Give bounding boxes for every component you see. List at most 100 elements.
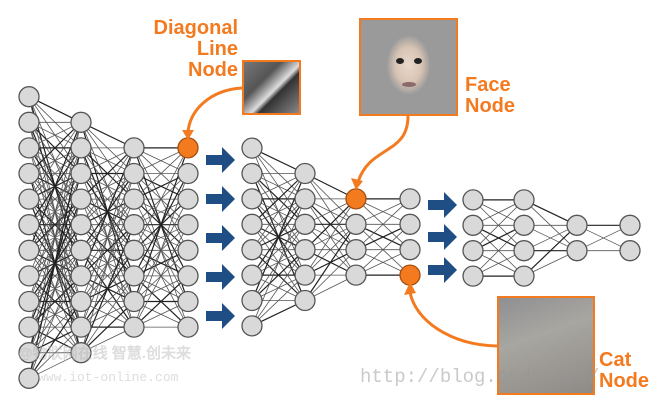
connection-line	[133, 147, 189, 251]
neuron-node	[345, 213, 367, 235]
neuron-node	[177, 188, 199, 210]
connection-line	[133, 275, 189, 328]
connection-line	[355, 224, 411, 276]
neuron-node	[294, 239, 316, 261]
neuron-node	[177, 290, 199, 313]
label-line: Diagonal	[153, 17, 238, 39]
connection-line	[28, 275, 82, 328]
connection-line	[80, 224, 135, 277]
connection-line	[28, 147, 82, 200]
connection-line	[304, 223, 357, 301]
connection-line	[28, 121, 82, 174]
neuron-node	[70, 342, 92, 364]
neuron-node	[462, 214, 484, 236]
neuron-node	[177, 316, 199, 338]
neuron-node	[70, 137, 92, 159]
neuron-node	[462, 265, 484, 287]
cat-feature-image	[497, 296, 595, 395]
neuron-node	[513, 240, 535, 262]
neuron-node	[513, 265, 535, 287]
highlighted-node	[345, 188, 367, 210]
neuron-node	[513, 189, 535, 211]
connection-line	[523, 224, 578, 277]
neuron-node	[18, 162, 40, 185]
neuron-node	[177, 162, 199, 185]
right-arrow-icon	[206, 264, 235, 290]
connection-line	[251, 274, 306, 327]
right-arrow-icon	[206, 303, 235, 329]
connection-line	[251, 173, 306, 225]
neuron-node	[123, 137, 145, 159]
connection-line	[28, 173, 82, 225]
neuron-node	[566, 214, 588, 236]
label-line: Face	[465, 74, 511, 96]
neuron-node	[18, 316, 40, 338]
neuron-node	[241, 137, 263, 159]
neuron-node	[18, 188, 40, 210]
connection-line	[80, 198, 135, 251]
neuron-node	[70, 265, 92, 287]
neuron-node	[123, 162, 145, 185]
neuron-node	[18, 342, 40, 364]
neuron-node	[399, 188, 421, 210]
connection-line	[304, 249, 357, 301]
connection-line	[28, 301, 82, 353]
connection-line	[28, 122, 82, 353]
label-line: Node	[188, 59, 238, 81]
connection-line	[80, 147, 135, 225]
highlighted-node	[177, 137, 199, 159]
neuron-node	[18, 214, 40, 236]
face-feature-image	[359, 18, 458, 116]
label-line: Cat	[599, 349, 632, 371]
neuron-node	[123, 239, 145, 261]
cat-pointer-arrow	[408, 291, 498, 348]
connection-line	[304, 198, 357, 251]
neuron-node	[18, 367, 40, 389]
neuron-node	[241, 188, 263, 210]
neuron-node	[619, 214, 641, 236]
connection-line	[28, 326, 82, 379]
connection-line	[80, 275, 135, 328]
neuron-node	[123, 265, 145, 287]
neuron-node	[70, 162, 92, 185]
connection-line	[133, 224, 189, 328]
neuron-node	[513, 214, 535, 236]
neuron-node	[70, 214, 92, 236]
diagonal-line-feature-image	[242, 60, 301, 115]
connection-line	[472, 225, 525, 277]
connection-line	[80, 275, 135, 353]
neuron-node	[18, 265, 40, 287]
connection-line	[251, 249, 306, 327]
neuron-node	[177, 239, 199, 261]
connection-line	[251, 198, 306, 250]
neuron-node	[399, 213, 421, 235]
watermark: @物联网在线 智慧.创未来	[18, 345, 191, 362]
right-arrow-icon	[428, 224, 457, 250]
connection-line	[304, 198, 357, 276]
neuron-node	[123, 316, 145, 338]
neuron-node	[294, 188, 316, 210]
neuron-node	[241, 264, 263, 286]
connection-line	[28, 122, 82, 200]
neuron-node	[241, 213, 263, 235]
watermark: http://blog.csdn.net/	[360, 366, 600, 388]
right-arrow-icon	[428, 192, 457, 218]
connection-line	[251, 173, 306, 250]
neuron-node	[294, 289, 316, 312]
label-line: Node	[599, 370, 649, 392]
right-arrow-icon	[206, 186, 235, 212]
neuron-node	[70, 316, 92, 338]
neuron-node	[70, 239, 92, 261]
neuron-node	[177, 214, 199, 236]
label-line: Line	[196, 38, 238, 60]
connection-line	[80, 147, 135, 200]
right-arrow-icon	[206, 225, 235, 251]
right-arrow-icon	[428, 257, 457, 283]
neuron-node	[241, 239, 263, 261]
neuron-node	[619, 240, 641, 262]
neuron-node	[18, 111, 40, 133]
arrowhead-icon	[351, 178, 363, 190]
connection-line	[80, 173, 135, 225]
arrowhead-icon	[404, 282, 416, 295]
connection-line	[28, 198, 82, 251]
